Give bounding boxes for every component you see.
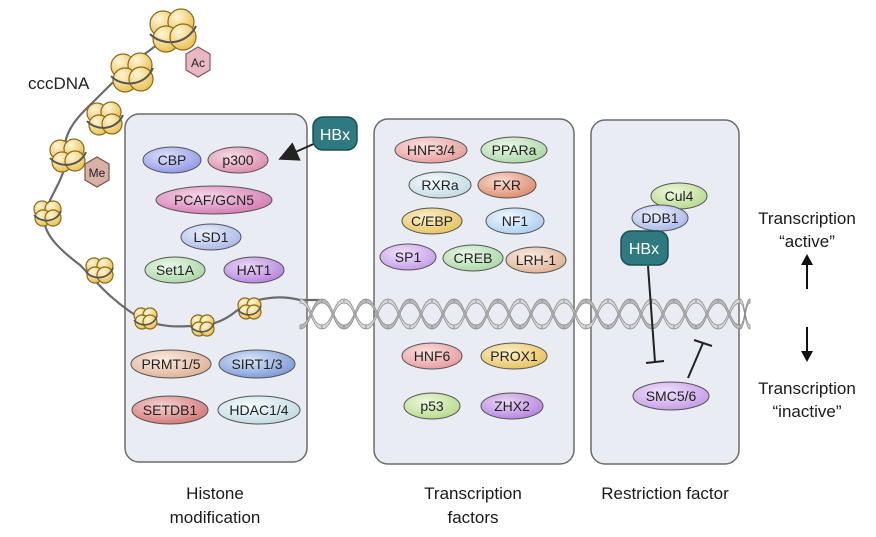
helix-segment	[739, 298, 751, 330]
protein-label: SMC5/6	[646, 388, 697, 404]
state-active-label: Transcription “active”	[746, 207, 868, 253]
methyl-mark-label: Me	[89, 166, 106, 180]
protein-smc5-6: SMC5/6	[632, 381, 710, 411]
nucleosome	[85, 257, 114, 284]
protein-label: C/EBP	[411, 213, 453, 229]
protein-ppara: PPARa	[480, 136, 548, 164]
inactive-line2: “inactive”	[772, 402, 842, 421]
protein-p300: p300	[207, 146, 269, 174]
protein-label: PCAF/GCN5	[174, 192, 254, 208]
arrow-up-icon	[801, 254, 813, 289]
protein-label: p300	[222, 152, 253, 168]
protein-ddb1: DDB1	[631, 204, 689, 232]
protein-nf1: NF1	[485, 207, 545, 235]
hbx-inhibition-line	[645, 265, 665, 364]
hbx-label-restriction: HBx	[629, 241, 659, 258]
protein-sp1: SP1	[379, 243, 437, 271]
arrow-down-icon	[801, 327, 813, 362]
protein-label: CBP	[158, 152, 187, 168]
protein-label: ZHX2	[494, 398, 530, 414]
protein-label: RXRa	[421, 177, 459, 193]
protein-lrh-1: LRH-1	[505, 246, 567, 274]
protein-set1a: Set1A	[144, 256, 206, 284]
protein-cbp: CBP	[142, 146, 202, 174]
restriction-panel-title: Restriction factor	[585, 482, 745, 506]
nucleosome	[237, 297, 262, 320]
protein-label: SETDB1	[143, 402, 198, 418]
protein-label: PPARa	[492, 142, 537, 158]
protein-hat1: HAT1	[223, 256, 285, 284]
protein-label: FXR	[493, 177, 521, 193]
tf-title-line1: Transcription	[424, 484, 522, 503]
cccdna-label: cccDNA	[28, 74, 90, 93]
state-inactive-label: Transcription “inactive”	[746, 377, 868, 423]
protein-c-ebp: C/EBP	[401, 207, 463, 235]
protein-label: DDB1	[641, 210, 679, 226]
active-line2: “active”	[779, 232, 835, 251]
protein-label: NF1	[502, 213, 529, 229]
nucleosome	[133, 307, 158, 330]
protein-label: HAT1	[237, 262, 272, 278]
inactive-line1: Transcription	[758, 379, 856, 398]
histone-panel-title: Histone modification	[140, 482, 290, 530]
acetyl-mark-label: Ac	[191, 56, 205, 70]
restriction-panel	[590, 119, 740, 465]
protein-hdac1-4: HDAC1/4	[217, 395, 301, 425]
protein-rxra: RXRa	[408, 171, 472, 199]
protein-label: p53	[420, 398, 444, 414]
nucleosome	[86, 101, 124, 136]
cccdna-strand	[43, 29, 320, 328]
protein-label: Cul4	[665, 188, 694, 204]
methyl-mark: Me	[84, 156, 110, 188]
protein-fxr: FXR	[477, 171, 537, 199]
nucleosome	[110, 52, 154, 93]
nucleosome	[190, 314, 215, 337]
nucleosome	[49, 138, 87, 173]
histone-title-line1: Histone	[186, 484, 244, 503]
double-helix	[299, 298, 751, 330]
restriction-title-line1: Restriction factor	[601, 484, 729, 503]
protein-label: LSD1	[193, 229, 228, 245]
acetyl-mark: Ac	[185, 46, 211, 78]
protein-label: CREB	[454, 250, 493, 266]
protein-sirt1-3: SIRT1/3	[218, 349, 296, 379]
protein-label: PRMT1/5	[141, 356, 200, 372]
protein-hnf3-4: HNF3/4	[394, 136, 468, 164]
protein-label: PROX1	[490, 348, 538, 364]
protein-setdb1: SETDB1	[131, 395, 209, 425]
nucleosome	[149, 8, 197, 53]
tf-panel	[373, 118, 575, 465]
protein-label: HNF3/4	[407, 142, 455, 158]
protein-pcaf-gcn5: PCAF/GCN5	[155, 185, 273, 215]
hbx-activation-arrow	[278, 141, 319, 161]
tf-title-line2: factors	[447, 508, 499, 527]
tf-panel-title: Transcription factors	[398, 482, 548, 530]
nucleosome	[33, 200, 62, 227]
smc-inhibition-line	[687, 339, 713, 379]
protein-label: Set1A	[156, 262, 195, 278]
protein-label: HDAC1/4	[229, 402, 288, 418]
protein-zhx2: ZHX2	[480, 392, 544, 420]
protein-label: LRH-1	[516, 252, 557, 268]
active-line1: Transcription	[758, 209, 856, 228]
protein-prmt1-5: PRMT1/5	[130, 349, 212, 379]
histone-title-line2: modification	[169, 508, 261, 527]
protein-label: SP1	[395, 249, 422, 265]
protein-creb: CREB	[442, 244, 504, 272]
hbx-label-histone: HBx	[320, 127, 350, 144]
protein-lsd1: LSD1	[180, 223, 242, 251]
protein-label: HNF6	[414, 348, 451, 364]
hbx-badge-restriction: HBx	[620, 230, 669, 266]
protein-label: SIRT1/3	[231, 356, 282, 372]
protein-prox1: PROX1	[480, 342, 548, 370]
protein-hnf6: HNF6	[401, 342, 463, 370]
protein-p53: p53	[403, 392, 461, 420]
hbx-badge-histone: HBx	[312, 116, 358, 151]
